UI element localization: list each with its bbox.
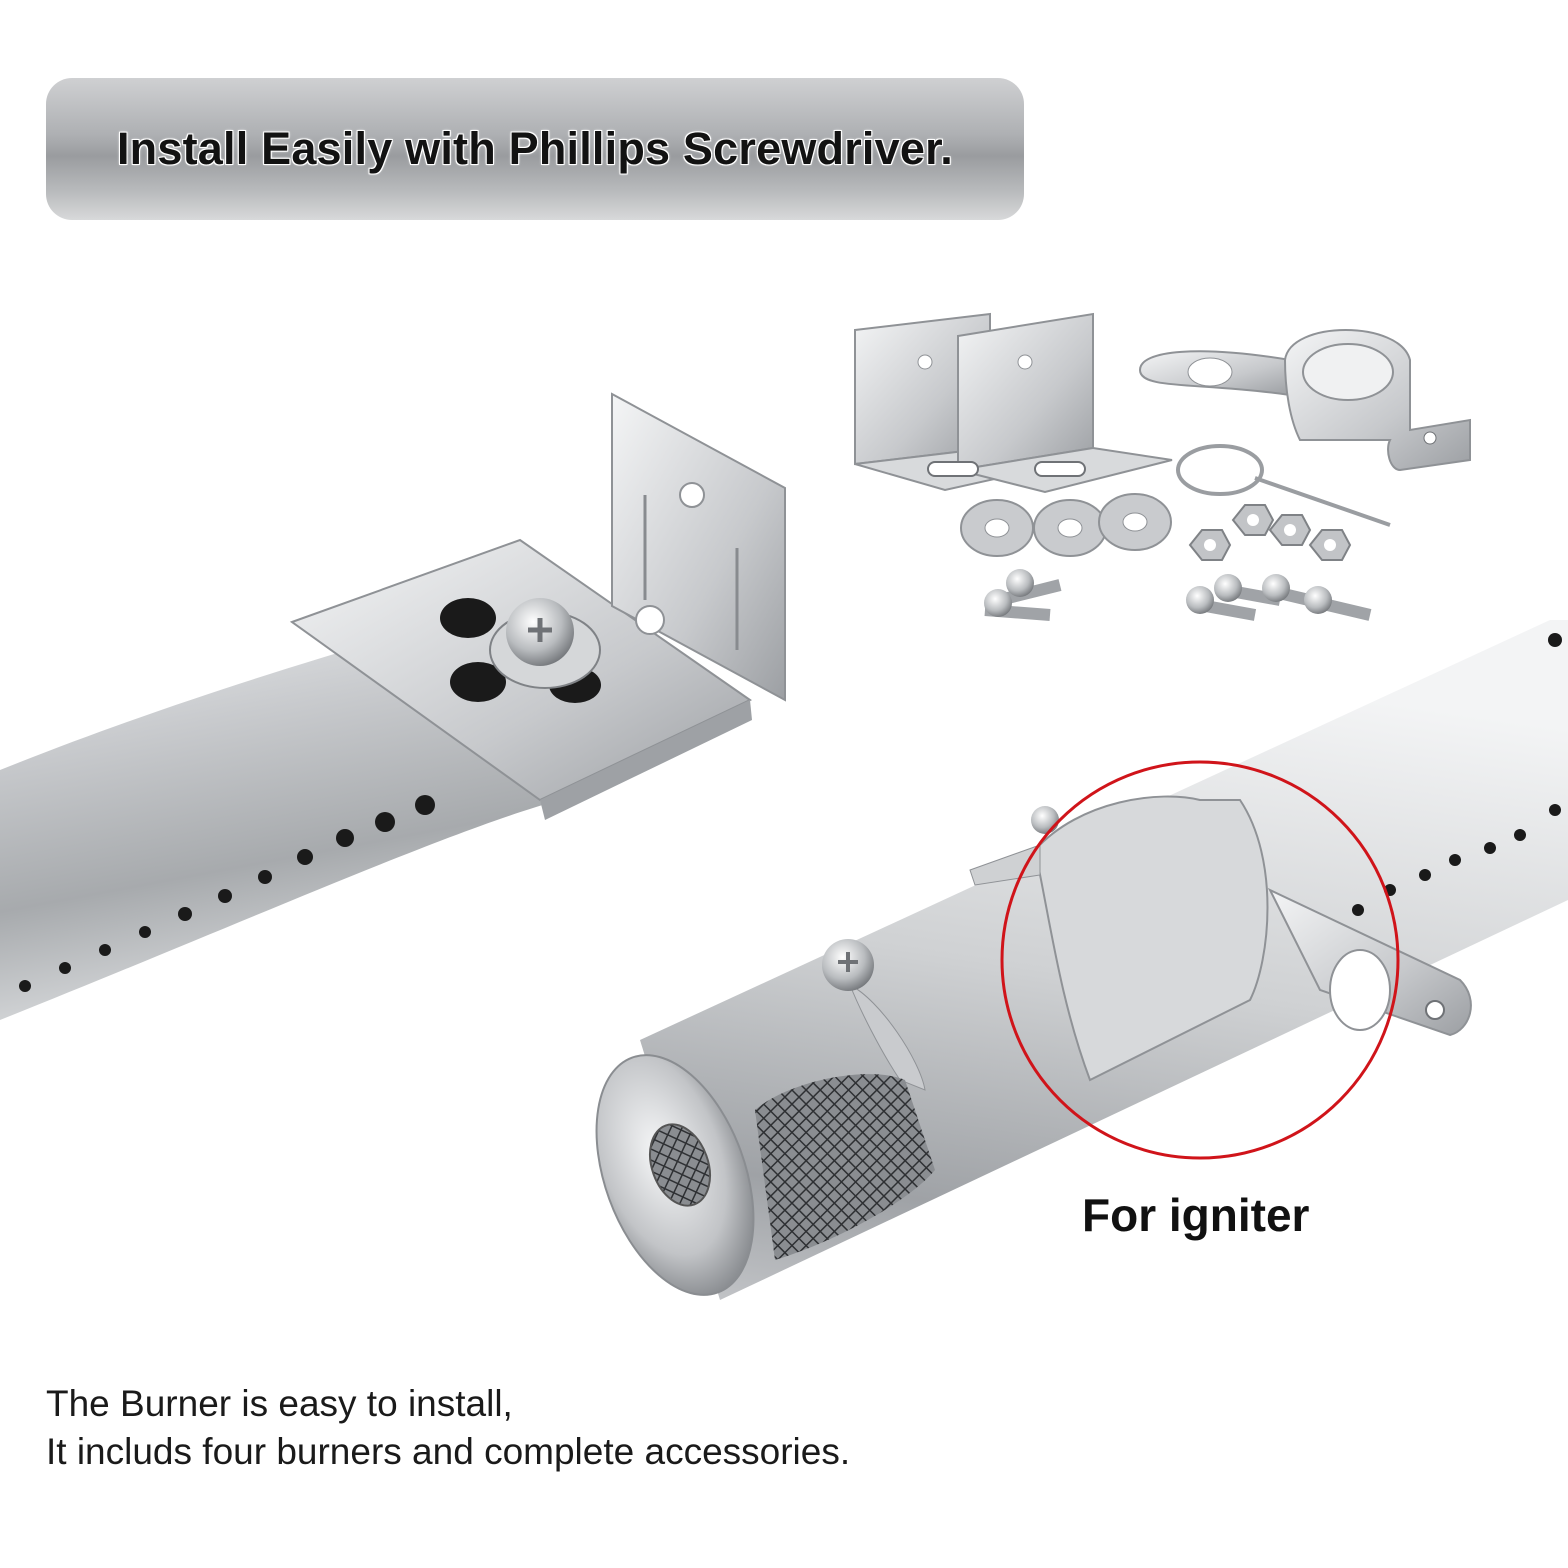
igniter-highlight-circle	[1000, 760, 1400, 1160]
caption-line-2: It includs four burners and complete acc…	[46, 1431, 851, 1472]
accessory-kit	[854, 312, 1471, 621]
banner-title: Install Easily with Phillips Screwdriver…	[116, 123, 954, 174]
caption-line-1: The Burner is easy to install,	[46, 1383, 513, 1424]
right-burner	[595, 620, 1568, 1300]
igniter-callout: For igniter	[1082, 1189, 1310, 1241]
caption: The Burner is easy to install, It includ…	[46, 1380, 850, 1476]
title-banner: Install Easily with Phillips Screwdriver…	[46, 78, 1024, 220]
left-burner	[0, 392, 786, 1020]
